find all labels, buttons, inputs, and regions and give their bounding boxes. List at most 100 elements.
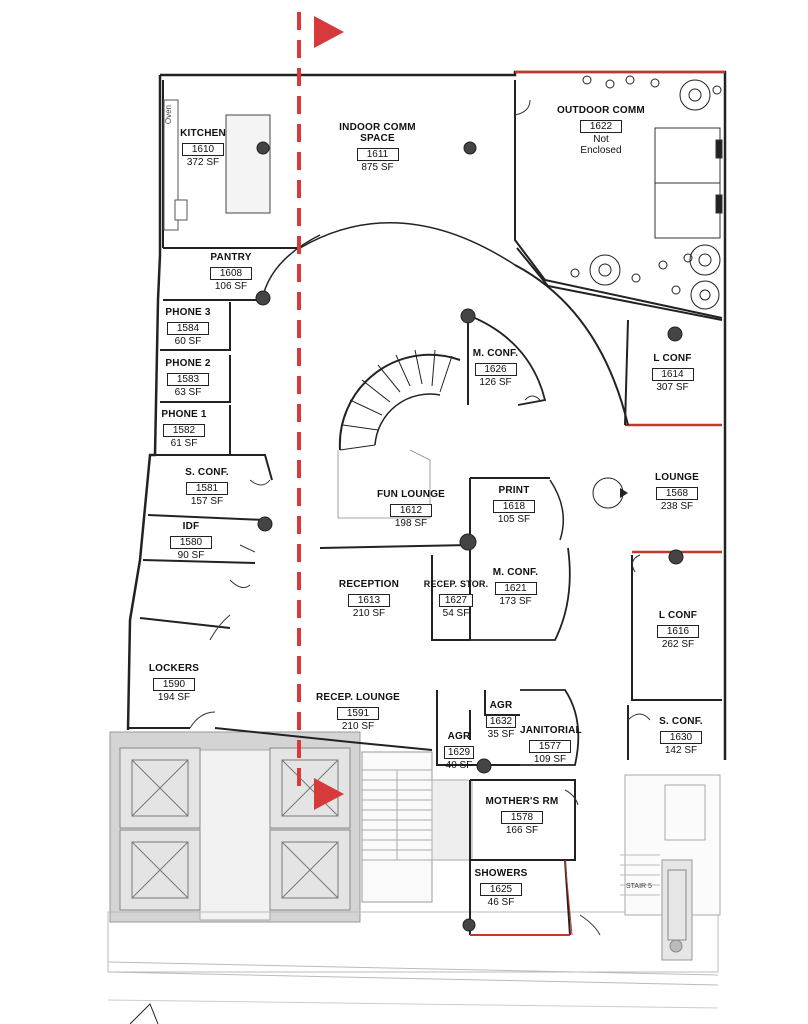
spiral-stair	[337, 349, 461, 519]
room-area: 105 SF	[497, 514, 531, 525]
room-showers: SHOWERS 1625 46 SF	[474, 868, 528, 908]
room-lounge: LOUNGE 1568 238 SF	[650, 472, 704, 512]
room-recep-stor: RECEP. STOR. 1627 54 SF	[422, 579, 490, 619]
room-name: KITCHEN	[180, 128, 226, 139]
room-name: M. CONF.	[492, 567, 539, 578]
outdoor-furniture	[654, 127, 723, 239]
room-name: IDF	[182, 521, 200, 532]
exterior-walls	[126, 70, 727, 760]
room-area: 60 SF	[174, 336, 202, 347]
stair-label: STAIR 5	[626, 883, 652, 890]
section-cut-line	[297, 12, 344, 810]
room-area: 210 SF	[341, 721, 375, 732]
room-area: 166 SF	[505, 825, 539, 836]
room-name: RECEPTION	[338, 579, 400, 590]
room-area: 35 SF	[487, 729, 515, 740]
room-area: 109 SF	[533, 754, 567, 765]
room-number: 1618	[493, 500, 535, 513]
room-idf: IDF 1580 90 SF	[167, 521, 215, 561]
room-area: 40 SF	[445, 760, 473, 771]
room-name: M. CONF.	[472, 348, 519, 359]
oven-label: Oven	[164, 105, 173, 125]
room-area: 61 SF	[170, 438, 198, 449]
room-s-conf-1581: S. CONF. 1581 157 SF	[180, 467, 234, 507]
room-name: S. CONF.	[185, 467, 229, 478]
room-name: MOTHER'S RM	[485, 796, 559, 807]
room-name: L CONF	[653, 353, 692, 364]
room-area: 262 SF	[661, 639, 695, 650]
room-m-conf-1626: M. CONF. 1626 126 SF	[468, 348, 523, 388]
room-number: 1611	[356, 148, 399, 161]
room-area: 90 SF	[177, 550, 205, 561]
room-name: LOUNGE	[655, 472, 699, 483]
room-name: PHONE 1	[161, 409, 207, 420]
room-m-conf-1621: M. CONF. 1621 173 SF	[488, 567, 543, 607]
room-number: 1581	[186, 482, 228, 495]
room-area: 307 SF	[656, 382, 689, 393]
room-name: RECEP. LOUNGE	[315, 692, 401, 703]
room-area: 157 SF	[190, 496, 224, 507]
room-phone-1: PHONE 1 1582 61 SF	[158, 409, 210, 449]
room-mothers-rm: MOTHER'S RM 1578 166 SF	[484, 796, 560, 836]
room-name: OUTDOOR COMM	[557, 105, 645, 116]
room-agr-1629: AGR 1629 40 SF	[440, 731, 478, 771]
room-name: LOCKERS	[148, 663, 200, 674]
room-print: PRINT 1618 105 SF	[490, 485, 538, 525]
room-area: 173 SF	[499, 596, 532, 607]
room-number: 1621	[494, 582, 537, 595]
room-number: 1584	[167, 322, 209, 335]
room-area: 46 SF	[487, 897, 515, 908]
room-number: 1591	[337, 707, 379, 720]
room-area: 142 SF	[664, 745, 698, 756]
room-l-conf-1614: L CONF 1614 307 SF	[645, 353, 700, 393]
room-area: 54 SF	[442, 608, 470, 619]
room-l-conf-1616: L CONF 1616 262 SF	[650, 610, 706, 650]
room-number: 1630	[660, 731, 702, 744]
room-name: PHONE 2	[165, 358, 211, 369]
room-agr-1632: AGR 1632 35 SF	[484, 700, 518, 740]
column-markers	[255, 141, 684, 932]
room-number: 1583	[167, 373, 209, 386]
plant-icons	[570, 75, 722, 310]
room-name: PRINT	[498, 485, 530, 496]
interior-walls	[128, 80, 723, 936]
room-number: 1568	[656, 487, 698, 500]
room-number: 1629	[444, 746, 474, 759]
room-name: PANTRY	[210, 252, 252, 263]
room-fun-lounge: FUN LOUNGE 1612 198 SF	[375, 489, 447, 529]
room-name: PHONE 3	[165, 307, 211, 318]
room-name: JANITORIAL	[520, 725, 582, 736]
room-lockers: LOCKERS 1590 194 SF	[146, 663, 202, 703]
room-number: 1590	[153, 678, 195, 691]
room-phone-3: PHONE 3 1584 60 SF	[162, 307, 214, 347]
room-number: 1577	[529, 740, 571, 753]
room-number: 1613	[348, 594, 390, 607]
building-core	[107, 731, 721, 1009]
room-number: 1616	[657, 625, 699, 638]
room-name: INDOOR COMM	[339, 122, 416, 133]
room-area: 210 SF	[352, 608, 386, 619]
room-number: 1578	[501, 811, 543, 824]
room-name: S. CONF.	[659, 716, 703, 727]
room-area: 63 SF	[174, 387, 202, 398]
room-number: 1627	[439, 594, 473, 607]
room-name: FUN LOUNGE	[376, 489, 446, 500]
room-area: 198 SF	[394, 518, 428, 529]
room-area: 875 SF	[361, 162, 394, 173]
room-area: 106 SF	[214, 281, 248, 292]
room-janitorial: JANITORIAL 1577 109 SF	[520, 725, 582, 765]
room-note-line2: Enclosed	[580, 145, 622, 156]
room-phone-2: PHONE 2 1583 63 SF	[162, 358, 214, 398]
room-name: AGR	[489, 700, 513, 711]
room-number: 1582	[163, 424, 205, 437]
room-name: SHOWERS	[474, 868, 528, 879]
room-number: 1632	[486, 715, 516, 728]
room-reception: RECEPTION 1613 210 SF	[336, 579, 402, 619]
room-note: Not	[593, 134, 609, 145]
round-table-icon	[592, 477, 628, 509]
room-number: 1608	[210, 267, 252, 280]
north-arrow-icon	[129, 1003, 159, 1024]
room-pantry: PANTRY 1608 106 SF	[200, 252, 262, 292]
room-name-line2: SPACE	[360, 133, 395, 144]
